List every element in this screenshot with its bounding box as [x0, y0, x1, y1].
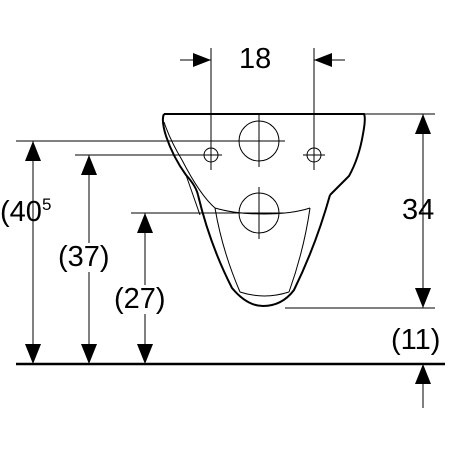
outlet-spacing-arrow-right [314, 53, 332, 67]
floor-gap-arrow [415, 364, 431, 384]
bowl-inner-right [288, 207, 311, 293]
floor-gap-label: (11) [391, 326, 440, 355]
inlet-height-arrow-bottom [137, 344, 153, 364]
outlet-height-arrow-bottom [81, 344, 97, 364]
bowl-height-arrow-top [415, 114, 431, 134]
top-height-value: 40 [9, 196, 42, 228]
top-height-label: (405 [0, 195, 52, 228]
top-height-arrow-top [25, 141, 41, 161]
bowl-left-rim [161, 113, 199, 196]
bowl-height-arrow-bottom [415, 288, 431, 308]
outlet-spacing-value: 18 [239, 43, 272, 75]
top-height-arrow-bottom [25, 344, 41, 364]
outlet-height-value: (37) [58, 241, 110, 273]
outlet-height-label: (37) [58, 243, 110, 272]
bowl-inner-line [214, 207, 311, 215]
inlet-height-arrow-top [137, 213, 153, 233]
bowl-height-value: 34 [402, 194, 435, 226]
floor-gap-value: (11) [391, 324, 441, 356]
top-height-sup: 5 [41, 195, 52, 214]
outlet-spacing-label: 18 [239, 45, 271, 74]
bowl-inner-left [214, 207, 241, 293]
bowl-height-label: 34 [402, 196, 434, 225]
inlet-height-value: (27) [114, 283, 166, 315]
bowl-inner-rim [163, 121, 216, 209]
outlet-height-arrow-top [81, 155, 97, 175]
bowl-rim-right-edge [329, 175, 350, 196]
bowl-back-line [239, 291, 290, 297]
bowl-body-outline [197, 194, 331, 308]
outlet-spacing-arrow-left [193, 53, 211, 67]
inlet-height-label: (27) [114, 285, 166, 314]
bowl-rim-left-edge [185, 174, 201, 216]
